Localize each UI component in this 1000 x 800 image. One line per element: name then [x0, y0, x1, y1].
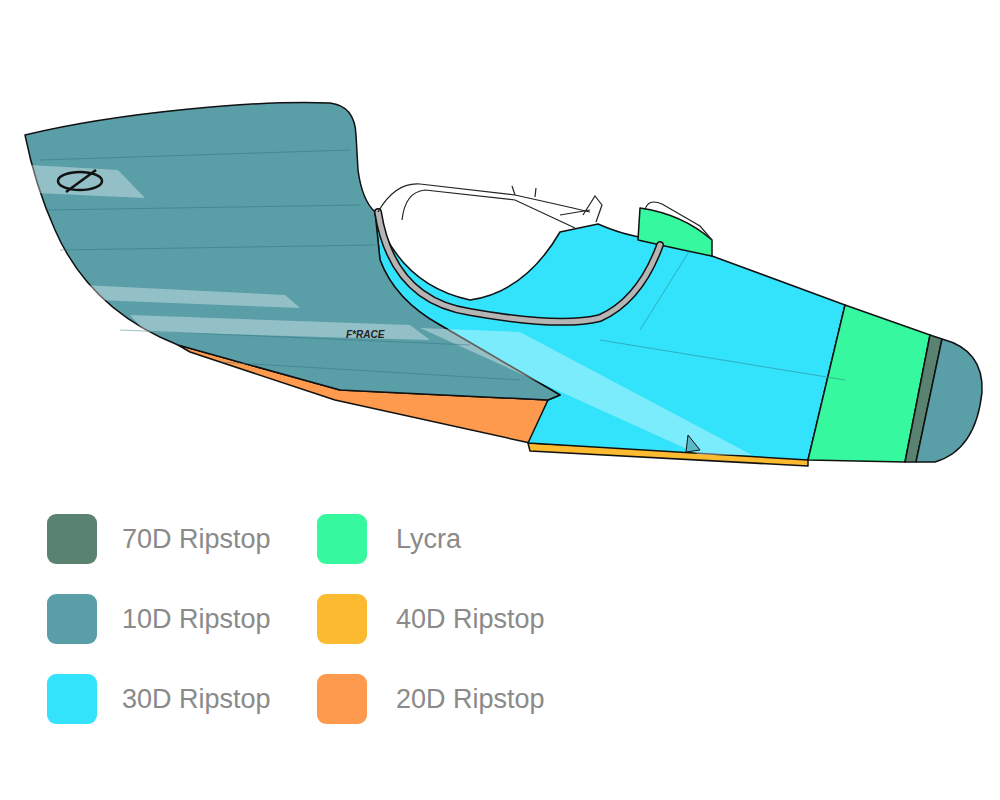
brand-logo [58, 170, 102, 192]
legend-entry: 40D Ripstop [317, 594, 545, 644]
seam [120, 330, 470, 345]
cable [512, 186, 590, 215]
legend-swatch [317, 594, 367, 644]
instrument-deck [638, 208, 712, 256]
cable [583, 196, 602, 222]
side-strap [686, 435, 700, 452]
seam [640, 250, 690, 330]
legend-label: 70D Ripstop [122, 524, 271, 555]
seam [600, 340, 845, 380]
logo-slash [66, 170, 96, 192]
logo-stripe [30, 165, 145, 198]
cockpit-rim [378, 212, 660, 322]
legend-swatch [317, 674, 367, 724]
seam [48, 205, 360, 210]
legend-entry: 20D Ripstop [317, 674, 545, 724]
seam [60, 245, 375, 250]
seam-lines [40, 150, 845, 380]
legend-swatch [317, 514, 367, 564]
seam [220, 362, 520, 380]
legend-entry: Lycra [317, 514, 461, 564]
legend-label: 20D Ripstop [396, 684, 545, 715]
cable [645, 202, 712, 240]
legend-swatch [47, 674, 97, 724]
decor-stripes [30, 165, 752, 455]
side-stripe [130, 315, 430, 340]
side-stripe [82, 285, 300, 308]
legend-swatch [47, 514, 97, 564]
legend-entry: 10D Ripstop [47, 594, 271, 644]
illustration-part [25, 103, 982, 466]
back-shell-panel [25, 103, 560, 400]
front-body-panel [375, 212, 845, 460]
seam [40, 150, 350, 160]
legend-entry: 70D Ripstop [47, 514, 271, 564]
diagonal-stripe [420, 328, 752, 455]
model-name: F*RACE [346, 329, 384, 340]
legend-label: 40D Ripstop [396, 604, 545, 635]
legend-label: 10D Ripstop [122, 604, 271, 635]
legend-label: Lycra [396, 524, 461, 555]
nose-panel [916, 339, 982, 462]
legend-swatch [47, 594, 97, 644]
legend-entry: 30D Ripstop [47, 674, 271, 724]
cockpit-cables [378, 184, 712, 240]
cockpit-rim-inner [378, 212, 660, 322]
legend-label: 30D Ripstop [122, 684, 271, 715]
cable [402, 190, 575, 228]
